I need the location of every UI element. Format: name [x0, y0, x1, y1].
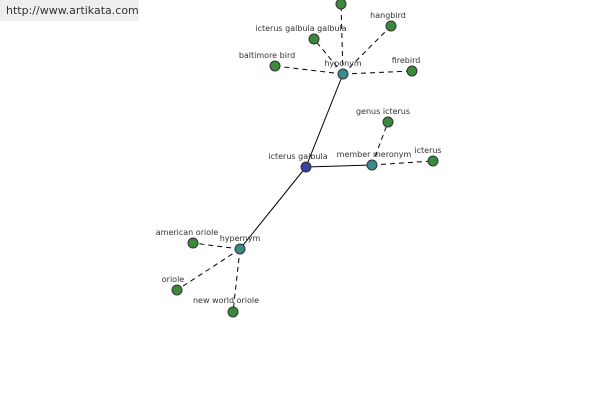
node-american-oriole[interactable]: [187, 237, 199, 249]
label-firebird: firebird: [392, 56, 421, 65]
label-icterus-galbula-galbula: icterus galbula galbula: [255, 24, 346, 33]
node-firebird[interactable]: [406, 65, 418, 77]
node-genus-icterus[interactable]: [382, 116, 394, 128]
node-icterus-galbula-galbula[interactable]: [308, 33, 320, 45]
label-oriole: oriole: [162, 275, 185, 284]
label-hangbird: hangbird: [370, 11, 406, 20]
graph-nodes: [171, 0, 439, 318]
node-baltimore-bird[interactable]: [269, 60, 281, 72]
edge-center-hyponym: [305, 73, 344, 168]
edge-hyponym-baltimore-bird: [274, 65, 344, 75]
edge-hyponym-firebird: [342, 70, 413, 75]
edge-hypernym-new-world-oriole: [232, 248, 241, 313]
node-center[interactable]: [300, 161, 312, 173]
node-icterus[interactable]: [427, 155, 439, 167]
label-center: icterus galbula: [268, 152, 327, 161]
label-icterus: icterus: [414, 146, 441, 155]
edge-meronym-icterus: [371, 160, 434, 166]
label-baltimore-bird: baltimore bird: [239, 51, 295, 60]
edge-hyponym-top-leaf: [340, 3, 344, 75]
node-member-meronym[interactable]: [366, 159, 378, 171]
node-oriole[interactable]: [171, 284, 183, 296]
site-link[interactable]: http://www.artikata.com: [6, 4, 139, 17]
label-genus-icterus: genus icterus: [356, 107, 410, 116]
label-member-meronym: member meronym: [337, 150, 412, 159]
label-hyponym: hyponym: [324, 59, 362, 68]
node-hangbird[interactable]: [385, 20, 397, 32]
edge-hypernym-oriole: [176, 248, 241, 291]
node-new-world-oriole[interactable]: [227, 306, 239, 318]
edge-meronym-genus-icterus: [371, 121, 389, 166]
graph-labels: icterus galbula hyponym member meronym h…: [156, 11, 442, 305]
node-hyponym[interactable]: [337, 68, 349, 80]
node-top-leaf[interactable]: [335, 0, 347, 10]
label-new-world-oriole: new world oriole: [193, 296, 259, 305]
edge-center-member-meronym: [305, 164, 373, 168]
graph-edges: [176, 3, 434, 313]
site-link-bar: http://www.artikata.com: [0, 0, 139, 21]
label-american-oriole: american oriole: [156, 228, 219, 237]
edge-center-hypernym: [239, 166, 307, 250]
edge-hyponym-hangbird: [342, 25, 392, 75]
edge-hyponym-icterus-galbula-galbula: [313, 38, 344, 75]
node-hypernym[interactable]: [234, 243, 246, 255]
edge-hypernym-american-oriole: [192, 242, 241, 250]
label-hypernym: hypernym: [220, 234, 261, 243]
